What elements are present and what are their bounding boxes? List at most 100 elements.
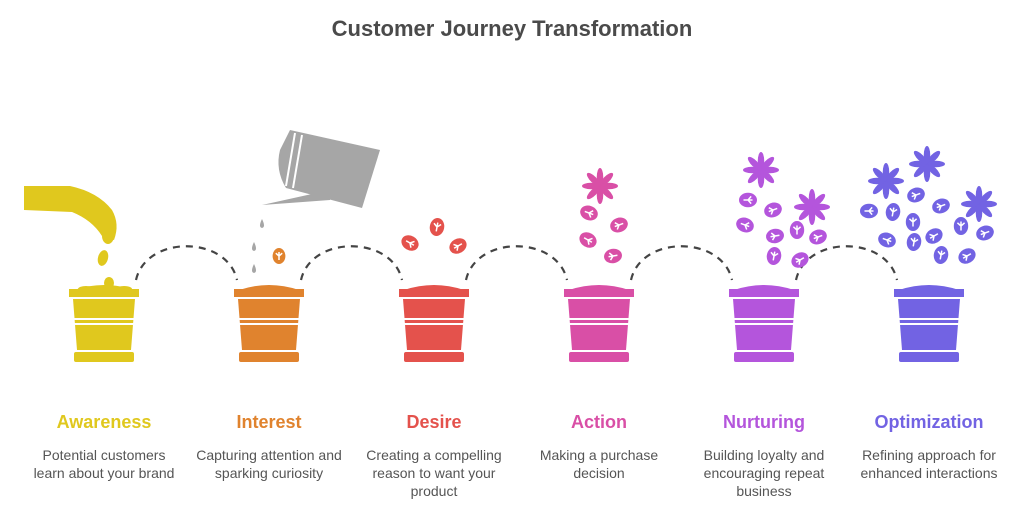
flower-icon [743, 152, 779, 188]
watering-can-icon [262, 130, 380, 208]
stage-description-optimization: Refining approach for enhanced interacti… [860, 447, 998, 481]
pot-rim [894, 289, 964, 297]
pot-rim [234, 289, 304, 297]
pot-rim [729, 289, 799, 297]
pot-stripe [899, 318, 959, 320]
stage-label-desire: Desire [406, 412, 462, 432]
pot-rim [69, 289, 139, 297]
leaf-icon [885, 203, 901, 221]
seed-icon [104, 277, 114, 289]
flower-icon [794, 189, 830, 225]
leaf-icon [610, 217, 628, 233]
pot-stripe [404, 323, 464, 325]
pot-saucer [404, 352, 464, 362]
leaf-icon [766, 228, 784, 244]
flower-pots [69, 285, 964, 362]
seed-icon [78, 286, 94, 292]
pot-saucer [734, 352, 794, 362]
stage-description-nurturing: Building loyalty and encouraging repeat … [703, 447, 825, 499]
seed-icon [97, 250, 109, 266]
leaf-icon [604, 248, 622, 264]
flower-pot-nurturing [729, 285, 799, 362]
stage-description-interest: Capturing attention and sparking curiosi… [196, 447, 342, 481]
soil [569, 285, 629, 290]
water-drop-icon [260, 219, 264, 228]
leaf-icon [907, 187, 925, 203]
pot-rim [564, 289, 634, 297]
leaf-icon [449, 238, 467, 254]
stage-label-interest: Interest [236, 412, 302, 432]
stage-description-action: Making a purchase decision [539, 447, 659, 481]
pot-stripe [569, 318, 629, 320]
leaf-icon [925, 228, 943, 244]
flower-pot-awareness [69, 285, 139, 362]
leaf-icon [905, 213, 921, 231]
leaf-icon [809, 229, 827, 245]
page-title: Customer Journey Transformation [331, 16, 693, 41]
leaf-icon [932, 198, 950, 214]
pot-stripe [74, 323, 134, 325]
pot-stripe [899, 323, 959, 325]
seed-icon [116, 286, 132, 292]
water-drop-icon [252, 264, 256, 273]
stage-label-optimization: Optimization [874, 412, 984, 432]
dashed-connector [299, 245, 404, 281]
pot-stripe [734, 323, 794, 325]
stage-label-awareness: Awareness [56, 412, 152, 432]
leaf-icon [580, 205, 598, 221]
soil [239, 285, 299, 290]
leaf-icon [764, 202, 782, 218]
dashed-connector [794, 245, 899, 281]
leaf-icon [579, 232, 597, 248]
leaf-icon [878, 232, 896, 248]
flower-icon [961, 186, 997, 222]
hand-icon [24, 186, 117, 244]
flower-icon [909, 146, 945, 182]
dashed-connector [629, 245, 734, 281]
stage-label-nurturing: Nurturing [723, 412, 805, 432]
soil [404, 285, 464, 290]
pot-stripe [239, 323, 299, 325]
dashed-connector [464, 245, 569, 281]
leaf-icon [766, 247, 782, 265]
leaf-icon [860, 203, 878, 219]
pot-saucer [74, 352, 134, 362]
leaf-icon [791, 252, 809, 268]
flower-icon [868, 163, 904, 199]
pot-stripe [74, 318, 134, 320]
flower-pot-optimization [894, 285, 964, 362]
flower-pot-interest [234, 285, 304, 362]
stage-description-desire: Creating a compelling reason to want you… [366, 447, 502, 499]
pot-saucer [569, 352, 629, 362]
leaf-icon [933, 246, 949, 264]
flower-pot-desire [399, 285, 469, 362]
pot-rim [399, 289, 469, 297]
leaf-icon [953, 217, 969, 235]
pot-stripe [239, 318, 299, 320]
leaf-icon [906, 233, 922, 251]
pot-saucer [899, 352, 959, 362]
water-drop-icon [252, 242, 256, 251]
soil [899, 285, 959, 290]
pot-saucer [239, 352, 299, 362]
flower-icon [582, 168, 618, 204]
leaf-icon [272, 248, 286, 264]
leaf-icon [789, 221, 805, 239]
flower-pot-action [564, 285, 634, 362]
pot-stripe [404, 318, 464, 320]
stage-label-action: Action [571, 412, 627, 432]
leaf-icon [976, 225, 994, 241]
stage-description-awareness: Potential customers learn about your bra… [33, 447, 175, 481]
leaf-icon [401, 235, 419, 251]
decorations [24, 130, 997, 292]
dashed-connector [134, 245, 239, 281]
leaf-icon [739, 192, 757, 208]
leaf-icon [736, 217, 754, 233]
pot-stripe [734, 318, 794, 320]
leaf-icon [958, 248, 976, 264]
pot-stripe [569, 323, 629, 325]
dashed-connectors [134, 245, 899, 281]
leaf-icon [429, 218, 445, 236]
soil [734, 285, 794, 290]
